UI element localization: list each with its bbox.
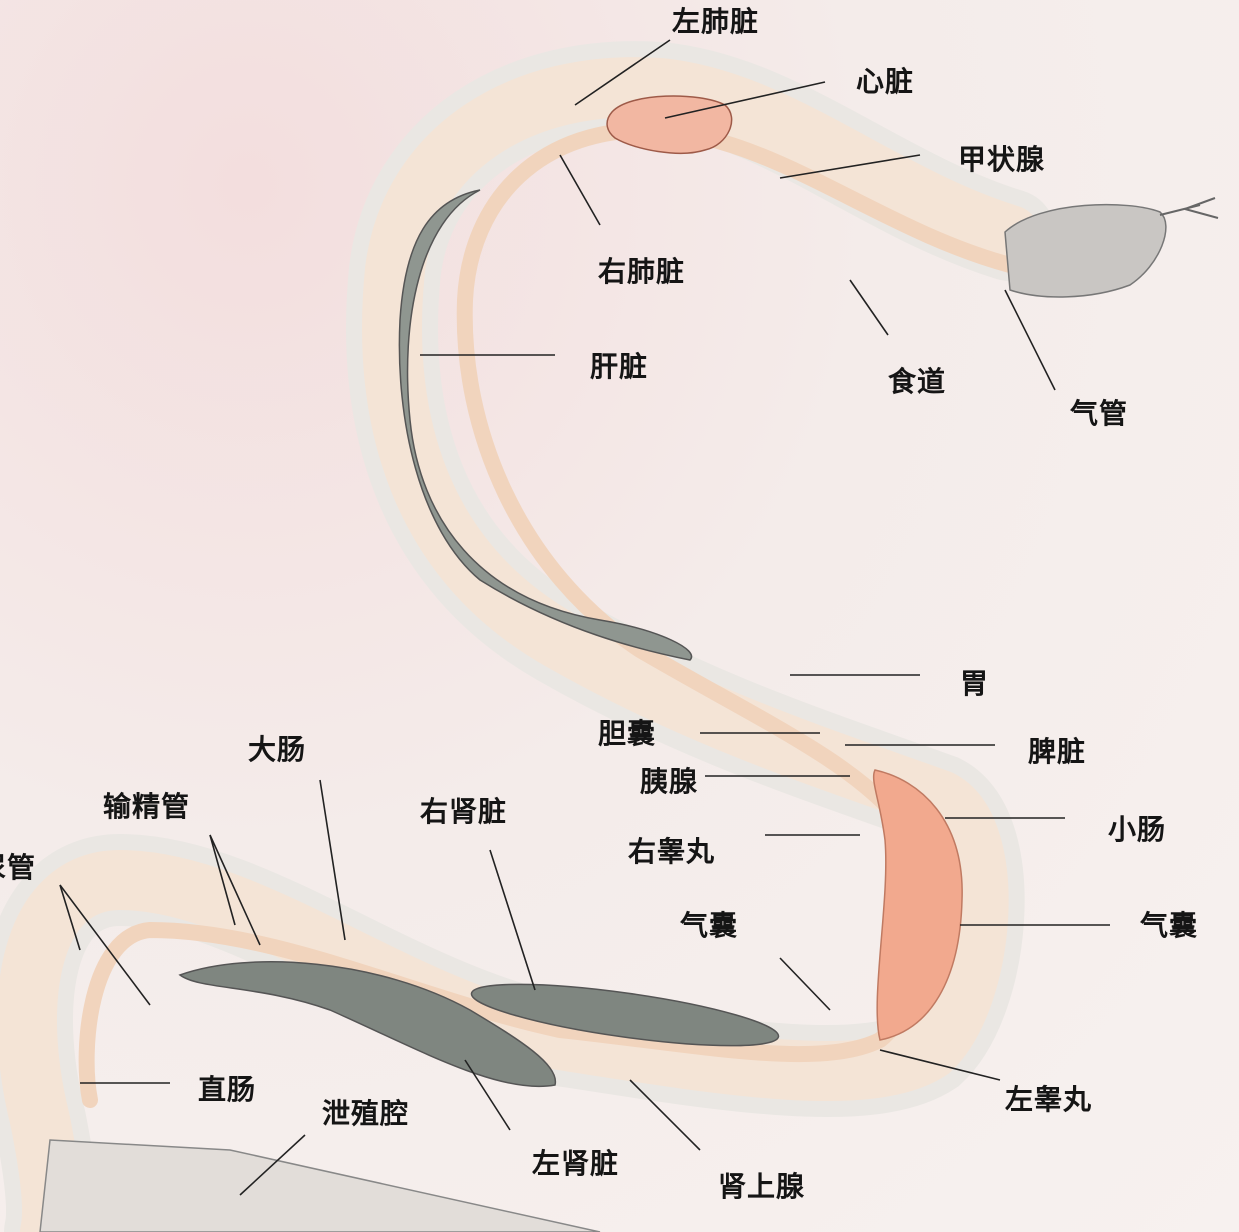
label-left-lung: 左肺脏 [672, 5, 760, 38]
head-shape [1004, 203, 1167, 298]
label-trachea: 气管 [1070, 397, 1129, 430]
tongue [1159, 197, 1219, 219]
leader-lines [59, 39, 1110, 1196]
label-left-testis: 左睾丸 [1005, 1083, 1093, 1116]
label-right-kidney: 右肾脏 [420, 795, 508, 828]
right-kidney-shape [470, 983, 780, 1047]
liver-shape [398, 189, 693, 661]
label-adrenal: 肾上腺 [718, 1170, 806, 1203]
label-ureter: 尿管 [0, 851, 37, 884]
small-intestine-shape [872, 769, 963, 1041]
label-liver: 肝脏 [590, 350, 649, 383]
label-left-kidney: 左肾脏 [532, 1147, 620, 1180]
tail-scales [39, 1139, 601, 1232]
label-rectum: 直肠 [198, 1073, 257, 1106]
label-pancreas: 胰腺 [640, 765, 699, 798]
heart-shape [606, 95, 733, 154]
label-large-intestine: 大肠 [248, 733, 307, 766]
label-vas-deferens: 输精管 [103, 790, 191, 823]
left-kidney-shape [178, 961, 557, 1088]
label-small-intestine: 小肠 [1108, 813, 1167, 846]
label-right-testis: 右睾丸 [628, 835, 716, 868]
label-thyroid: 甲状腺 [958, 143, 1046, 176]
label-esophagus: 食道 [888, 365, 947, 398]
label-gallbladder: 胆囊 [598, 717, 657, 750]
label-stomach: 胃 [960, 667, 990, 700]
snake-body-inner [0, 57, 1040, 1232]
label-air-sac-outer: 气囊 [1140, 909, 1199, 942]
label-right-lung: 右肺脏 [598, 255, 686, 288]
label-spleen: 脾脏 [1028, 735, 1087, 768]
label-air-sac-inner: 气囊 [680, 909, 739, 942]
label-cloaca: 泄殖腔 [322, 1097, 410, 1130]
label-heart: 心脏 [856, 65, 915, 98]
